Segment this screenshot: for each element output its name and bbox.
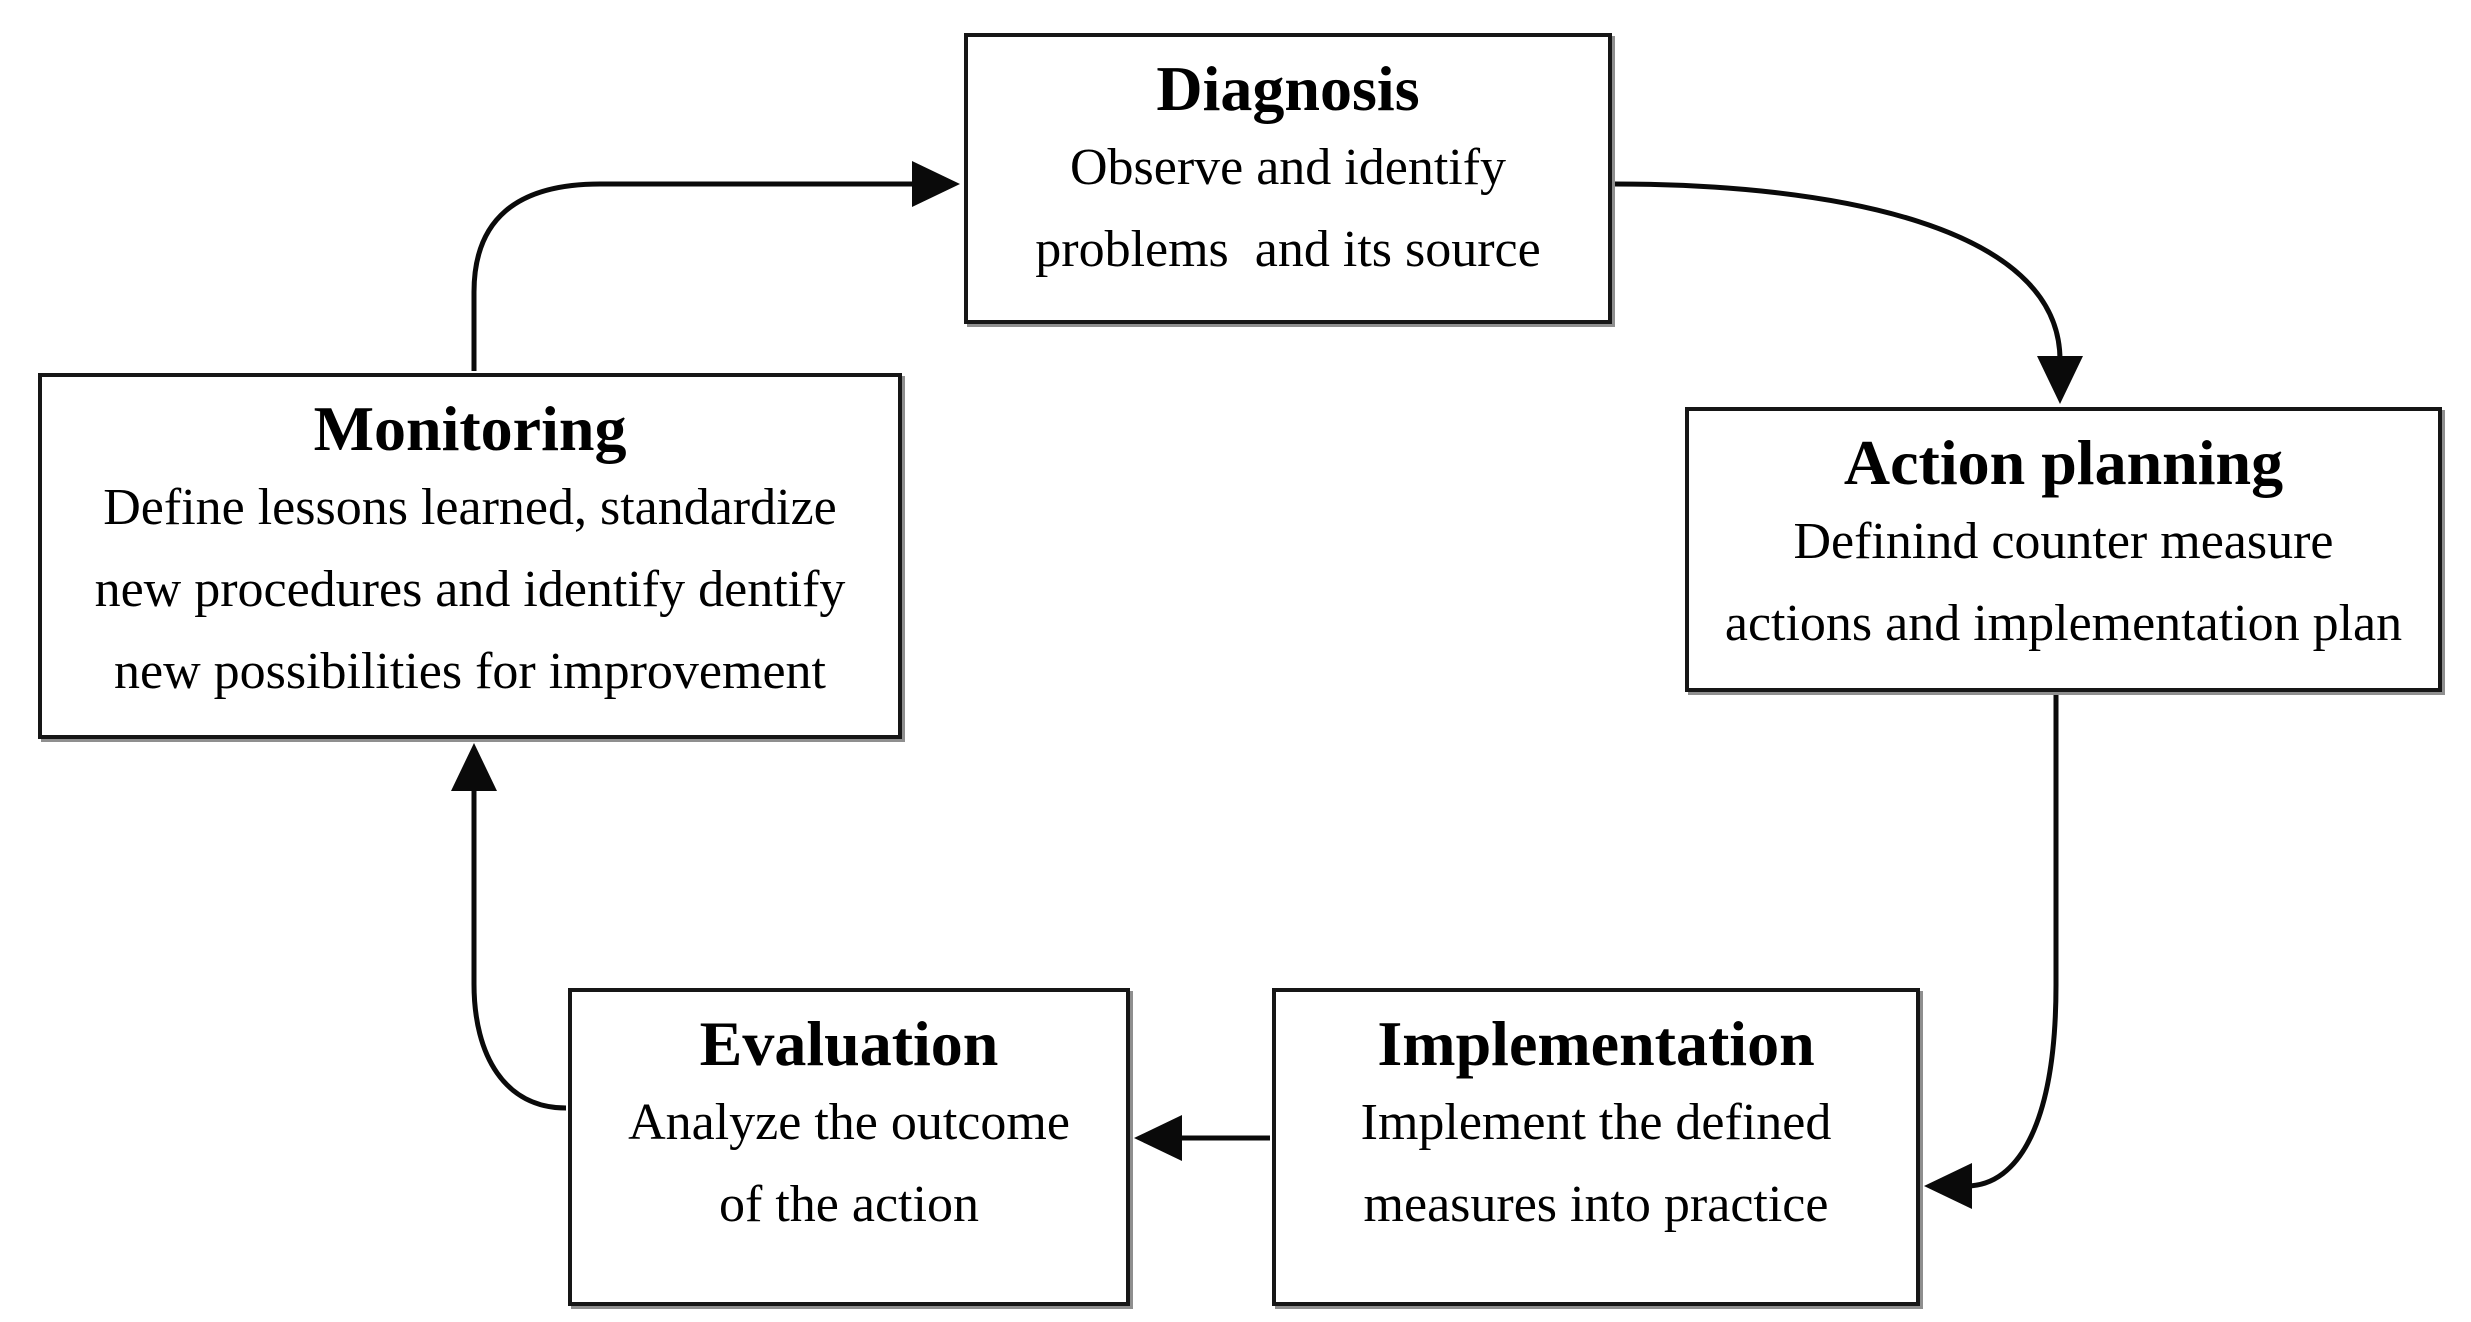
node-line: problems and its source xyxy=(1035,220,1541,278)
arrowhead-right-icon xyxy=(912,161,960,207)
node-line: Implement the defined xyxy=(1360,1093,1832,1151)
node-title: Evaluation xyxy=(699,1008,999,1079)
node-line: new procedures and identify dentify xyxy=(94,560,846,618)
node-diagnosis: Diagnosis Observe and identify problems … xyxy=(964,33,1612,324)
node-action-planning: Action planning Definind counter measure… xyxy=(1685,407,2442,692)
node-line: of the action xyxy=(719,1175,979,1233)
arrowhead-up-icon xyxy=(451,743,497,791)
node-monitoring: Monitoring Define lessons learned, stand… xyxy=(38,373,902,739)
arrowhead-left-icon xyxy=(1134,1115,1182,1161)
arrow-evaluation-to-monitoring xyxy=(471,787,567,1111)
node-evaluation: Evaluation Analyze the outcome of the ac… xyxy=(568,988,1130,1306)
node-line: Define lessons learned, standardize xyxy=(103,478,837,536)
arrowhead-left-icon xyxy=(1924,1163,1972,1209)
node-line: Analyze the outcome xyxy=(628,1093,1070,1151)
node-line: new possibilities for improvement xyxy=(113,642,826,700)
node-line: actions and implementation plan xyxy=(1724,594,2403,652)
node-title: Monitoring xyxy=(313,393,627,464)
arrow-action-planning-to-implementation xyxy=(1965,694,2059,1189)
arrow-monitoring-to-diagnosis xyxy=(471,181,914,371)
node-title: Action planning xyxy=(1843,427,2284,498)
arrowhead-down-icon xyxy=(2037,356,2083,404)
arrow-diagnosis-to-action-planning xyxy=(1613,181,2063,361)
node-line: Observe and identify xyxy=(1069,138,1507,196)
node-line: Definind counter measure xyxy=(1793,512,2334,570)
node-title: Implementation xyxy=(1377,1008,1815,1079)
node-line: measures into practice xyxy=(1363,1175,1829,1233)
node-title: Diagnosis xyxy=(1156,53,1420,124)
node-implementation: Implementation Implement the defined mea… xyxy=(1272,988,1920,1306)
